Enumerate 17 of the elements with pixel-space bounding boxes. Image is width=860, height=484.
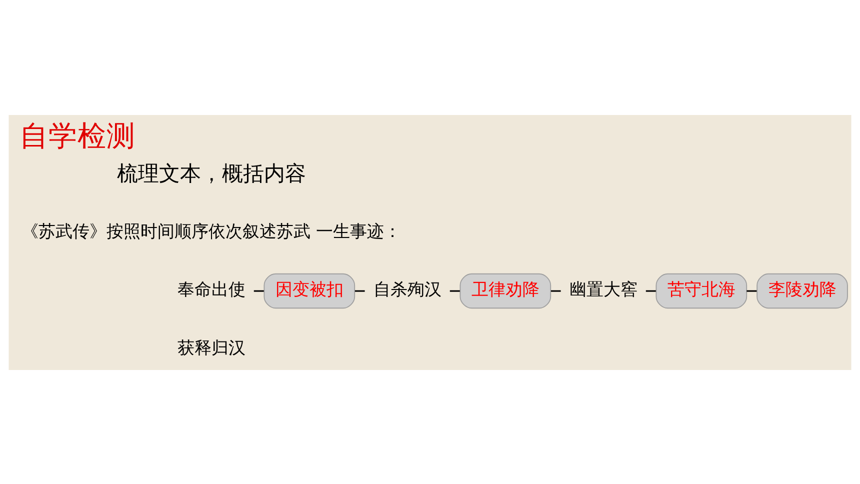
label: 《苏武传》按照时间顺序依次叙述苏武 一生事迹：: [22, 222, 402, 242]
node-box: 李陵劝降: [756, 272, 848, 308]
connector: [254, 290, 264, 292]
connector: [746, 290, 757, 292]
connector: [450, 290, 460, 292]
node-text: 幽置大窖: [569, 280, 638, 300]
label: 获释归汉: [177, 338, 246, 358]
node-box: 因变被扣: [264, 272, 356, 308]
connector: [646, 290, 656, 292]
node-text: 奉命出使: [177, 280, 246, 300]
connector: [550, 290, 561, 292]
label: 梳理文本，概括内容: [116, 160, 306, 185]
node-text: 自杀殉汉: [373, 280, 442, 300]
node-box: 苦守北海: [656, 272, 748, 308]
connector: [354, 290, 365, 292]
node-box: 卫律劝降: [460, 272, 552, 308]
diagram-title: 自学检测: [20, 118, 136, 152]
